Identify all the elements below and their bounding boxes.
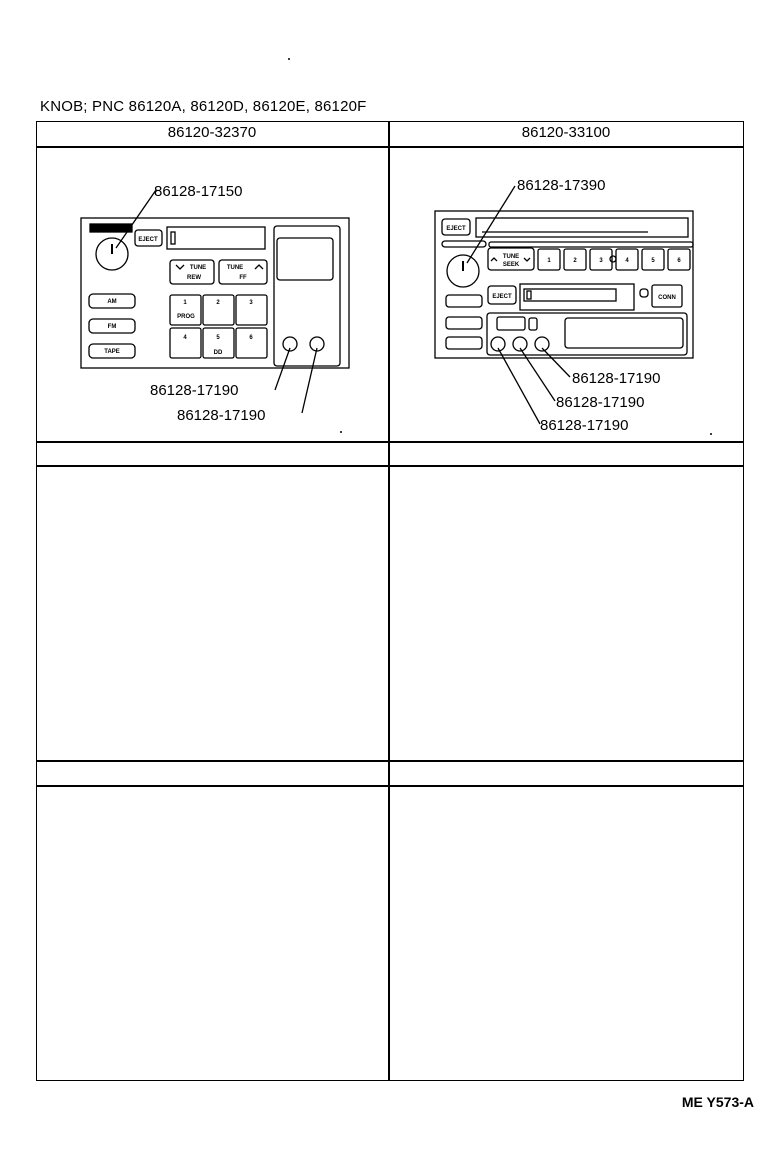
callout-label: 86128-17190 [556,394,644,411]
preset-3 [235,294,268,326]
tune-left-button [169,259,215,285]
preset-2-label: 2 [216,300,220,306]
conn-label: CONN [658,295,676,301]
speck [710,433,712,435]
volume-knob [446,254,480,288]
tune-left-label: TUNE [190,265,206,271]
preset-5 [641,248,665,271]
radio-diagram-right: EJECT TUNE SEEK 1 2 3 4 5 6 EJECT CONN 8… [434,177,694,434]
radio-faceplate [80,217,350,369]
leader-line [301,347,318,414]
preset-5-label: 5 [216,335,220,341]
am-button [88,293,136,309]
eject-button-top [441,218,471,236]
tune-right-label: TUNE [227,265,243,271]
header-row-divider [36,146,744,148]
preset-2 [202,294,235,326]
preset-6-label: 6 [249,335,253,341]
tape-label: TAPE [104,349,120,355]
dd-label: DD [214,350,223,356]
speck [340,431,342,433]
logo-badge [89,223,133,233]
preset-6 [235,327,268,359]
leader-line [466,185,516,264]
preset-4-label: 4 [183,335,187,341]
prog-label: PROG [177,314,195,320]
cd-slot [475,217,689,238]
callout-label: 86128-17190 [177,407,265,424]
preset-5 [202,327,235,359]
preset-5-label: 5 [651,258,655,264]
am-label: AM [107,299,116,305]
lower-panel [486,312,688,356]
preset-3-label: 3 [249,300,253,306]
row-divider-4 [36,785,744,787]
leader-line [541,347,571,378]
part-number-right: 86120-33100 [521,124,611,141]
tune-left-sub-label: REW [187,275,201,281]
row-divider-3 [36,760,744,762]
eject-mid-label: EJECT [492,294,512,300]
leader-line [115,189,157,249]
fm-label: FM [108,324,117,330]
parts-table [36,121,744,1081]
knob-small-1 [490,336,506,352]
callout-label: 86128-17150 [154,183,242,200]
side-button-3 [445,336,483,350]
tune-label: TUNE [503,254,519,260]
fm-button [88,318,136,334]
preset-1-label: 1 [183,300,187,306]
callout-label: 86128-17190 [150,382,238,399]
knob-small-1 [282,336,298,352]
preset-1 [537,248,561,271]
preset-2 [563,248,587,271]
speck [288,58,290,60]
conn-button [651,284,683,308]
page-title: KNOB; PNC 86120A, 86120D, 86120E, 86120F [40,98,367,115]
preset-1-label: 1 [547,258,551,264]
eject-button [134,229,163,247]
tape-button [88,343,136,359]
drawing-code: ME Y573-A [681,1094,754,1110]
tape-slot [519,283,635,311]
preset-1 [169,294,202,326]
tune-seek-button [487,247,535,271]
seek-label: SEEK [503,262,520,268]
preset-6-label: 6 [677,258,681,264]
knob-small-2 [309,336,325,352]
display-window [276,237,334,281]
radio-diagram-left: EJECT TUNE REW TUNE FF AM FM TAPE 1 2 3 … [80,183,350,424]
eject-top-label: EJECT [446,226,466,232]
radio-faceplate [434,210,694,359]
side-button-2 [445,316,483,330]
eject-label: EJECT [138,237,158,243]
column-divider [388,121,390,1081]
preset-3 [589,248,613,271]
tune-right-sub-label: FF [239,275,247,281]
eject-button-mid [487,285,517,305]
part-number-left: 86120-32370 [167,124,257,141]
row-divider-1 [36,441,744,443]
tune-right-button [218,259,268,285]
volume-knob [95,237,129,271]
leader-line [497,347,541,425]
leader-line [274,347,291,391]
knob-small-2 [512,336,528,352]
preset-4 [169,327,202,359]
display-window [564,317,684,349]
callout-label: 86128-17390 [517,177,605,194]
preset-6 [667,248,691,271]
knob-small-3 [534,336,550,352]
preset-2-label: 2 [573,258,577,264]
row-divider-2 [36,465,744,467]
side-button-1 [445,294,483,308]
preset-3-label: 3 [599,258,603,264]
callout-label: 86128-17190 [540,417,628,434]
tape-slot [166,226,266,250]
callout-label: 86128-17190 [572,370,660,387]
display-frame [273,225,341,367]
leader-line [519,347,556,402]
preset-4-label: 4 [625,258,629,264]
